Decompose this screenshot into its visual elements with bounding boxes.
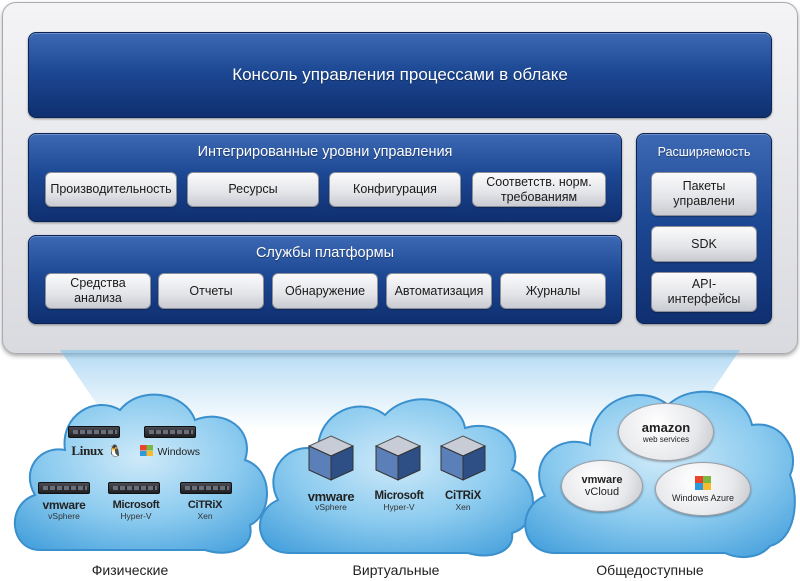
server-icon [38, 482, 90, 494]
linux-logo: Linux 🐧 [71, 443, 123, 458]
windows-flag-icon [140, 445, 153, 457]
pill-sdk: SDK [651, 226, 757, 262]
physical-vendor-microsoft: Microsoft Hyper-V [112, 499, 160, 522]
platform-title: Службы платформы [255, 245, 395, 261]
physical-vendor-citrix: CiTRiX Xen [187, 499, 223, 522]
server-icon [144, 426, 196, 438]
pill-management-packs: Пакеты управлени [651, 172, 757, 216]
extensibility-title: Расширяемость [657, 145, 751, 159]
public-cloud-label: Общедоступные [596, 562, 704, 578]
virtual-cloud-label: Виртуальные [352, 562, 440, 578]
public-cloud-icon [524, 390, 796, 559]
virtual-vendor-citrix: CiTRiX Xen [445, 490, 481, 512]
pill-analytics: Средства анализа [45, 273, 151, 309]
virtual-server-icon [307, 435, 355, 481]
pill-configuration: Конфигурация [329, 172, 461, 207]
amazon-web-services-logo: amazon web services [618, 403, 714, 461]
virtual-vendor-microsoft: Microsoft Hyper-V [374, 490, 424, 512]
pill-reports: Отчеты [158, 273, 264, 309]
pill-discovery: Обнаружение [272, 273, 378, 309]
tux-icon: 🐧 [107, 444, 123, 458]
pill-api: API-интерфейсы [651, 272, 757, 312]
vmware-vcloud-logo: vmware vCloud [561, 460, 643, 512]
windows-azure-logo: Windows Azure [655, 462, 751, 516]
windows-logo: Windows [140, 445, 212, 458]
physical-cloud-icon [13, 393, 268, 554]
pill-performance: Производительность [45, 172, 177, 207]
pill-resources: Ресурсы [187, 172, 319, 207]
physical-vendor-vmware: vmware vSphere [42, 498, 86, 521]
pill-logs: Журналы [500, 273, 606, 309]
virtual-server-icon [439, 435, 487, 481]
console-panel: Консоль управления процессами в облаке [28, 32, 772, 118]
physical-cloud-label: Физические [91, 562, 169, 578]
server-icon [68, 426, 120, 438]
pill-compliance: Соответств. норм. требованиям [472, 172, 606, 207]
server-icon [180, 482, 232, 494]
server-icon [108, 482, 160, 494]
virtual-vendor-vmware: vmware vSphere [307, 489, 355, 512]
console-title: Консоль управления процессами в облаке [232, 65, 568, 84]
pill-automation: Автоматизация [386, 273, 492, 309]
integrated-title: Интегрированные уровни управления [197, 144, 453, 160]
virtual-server-icon [374, 435, 422, 481]
windows-flag-icon [695, 475, 711, 490]
